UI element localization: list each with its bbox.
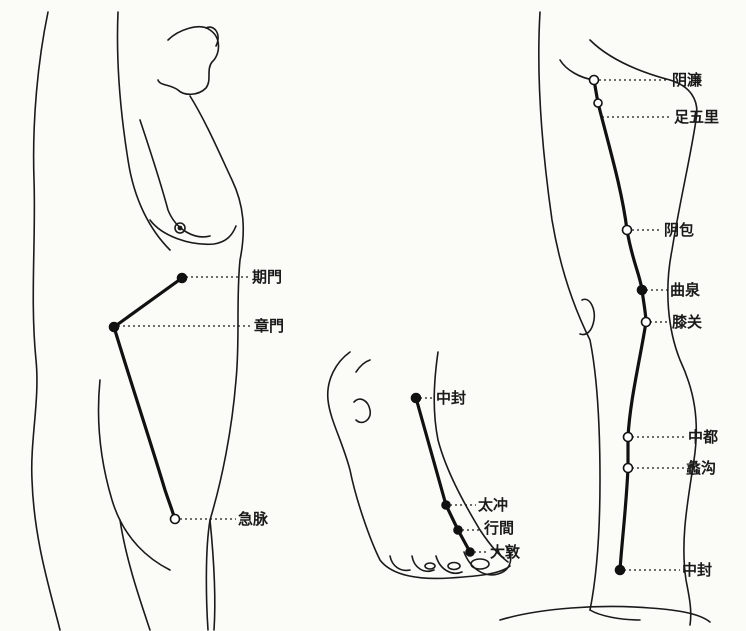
label-qimen: 期門 (252, 270, 282, 285)
label-ququan: 曲泉 (670, 283, 700, 298)
label-ligou: 蠡沟 (686, 461, 716, 476)
point-taichong (442, 501, 450, 509)
point-qimen (178, 274, 187, 283)
point-zhongdu (624, 433, 633, 442)
label-dadun: 大敦 (490, 545, 520, 560)
point-zuwuli (594, 99, 602, 107)
label-zhangmen: 章門 (254, 319, 284, 334)
label-jimai: 急脉 (238, 512, 268, 527)
label-xingjian: 行間 (484, 521, 514, 536)
point-yinlian (590, 76, 599, 85)
thigh-back (120, 520, 150, 630)
point-yinbao (623, 226, 632, 235)
point-leg-zhongfeng (616, 566, 625, 575)
torso-back-outline (32, 12, 60, 630)
label-yinlian: 阴濂 (672, 73, 702, 88)
point-foot-zhongfeng (412, 394, 421, 403)
point-dadun (466, 548, 474, 556)
point-zhangmen (110, 323, 119, 332)
point-xingjian (454, 526, 462, 534)
label-taichong: 太冲 (478, 498, 508, 513)
leg-meridian (594, 80, 646, 570)
point-xiguan (642, 318, 651, 327)
chest-front-outline (190, 96, 243, 630)
head-face-outline (158, 27, 219, 95)
foot-heel-outline (328, 352, 510, 578)
heel-line (590, 610, 640, 620)
ankle-line (356, 360, 370, 372)
point-ququan (638, 286, 647, 295)
label-zhongdu: 中都 (688, 430, 718, 445)
point-ligou (624, 464, 633, 473)
chest-inner-line (140, 120, 210, 237)
point-jimai (171, 515, 180, 524)
big-toe-nail (471, 559, 489, 569)
toe-nail-3 (425, 563, 435, 569)
breast-line (150, 220, 236, 244)
label-zuwuli: 足五里 (674, 110, 719, 125)
label-leg-zhongfeng: 中封 (682, 563, 712, 578)
ankle-bone (354, 399, 370, 422)
leg-back-outline (539, 12, 600, 610)
knee-crease (580, 299, 594, 334)
toe-nail-2 (448, 563, 460, 570)
label-foot-zhongfeng: 中封 (436, 391, 466, 406)
label-xiguan: 膝关 (672, 315, 702, 330)
torso-meridian (114, 278, 182, 520)
foot-sole (500, 607, 710, 623)
inner-thigh-line (560, 60, 594, 80)
thigh-front (210, 520, 215, 630)
label-yinbao: 阴包 (664, 223, 694, 238)
